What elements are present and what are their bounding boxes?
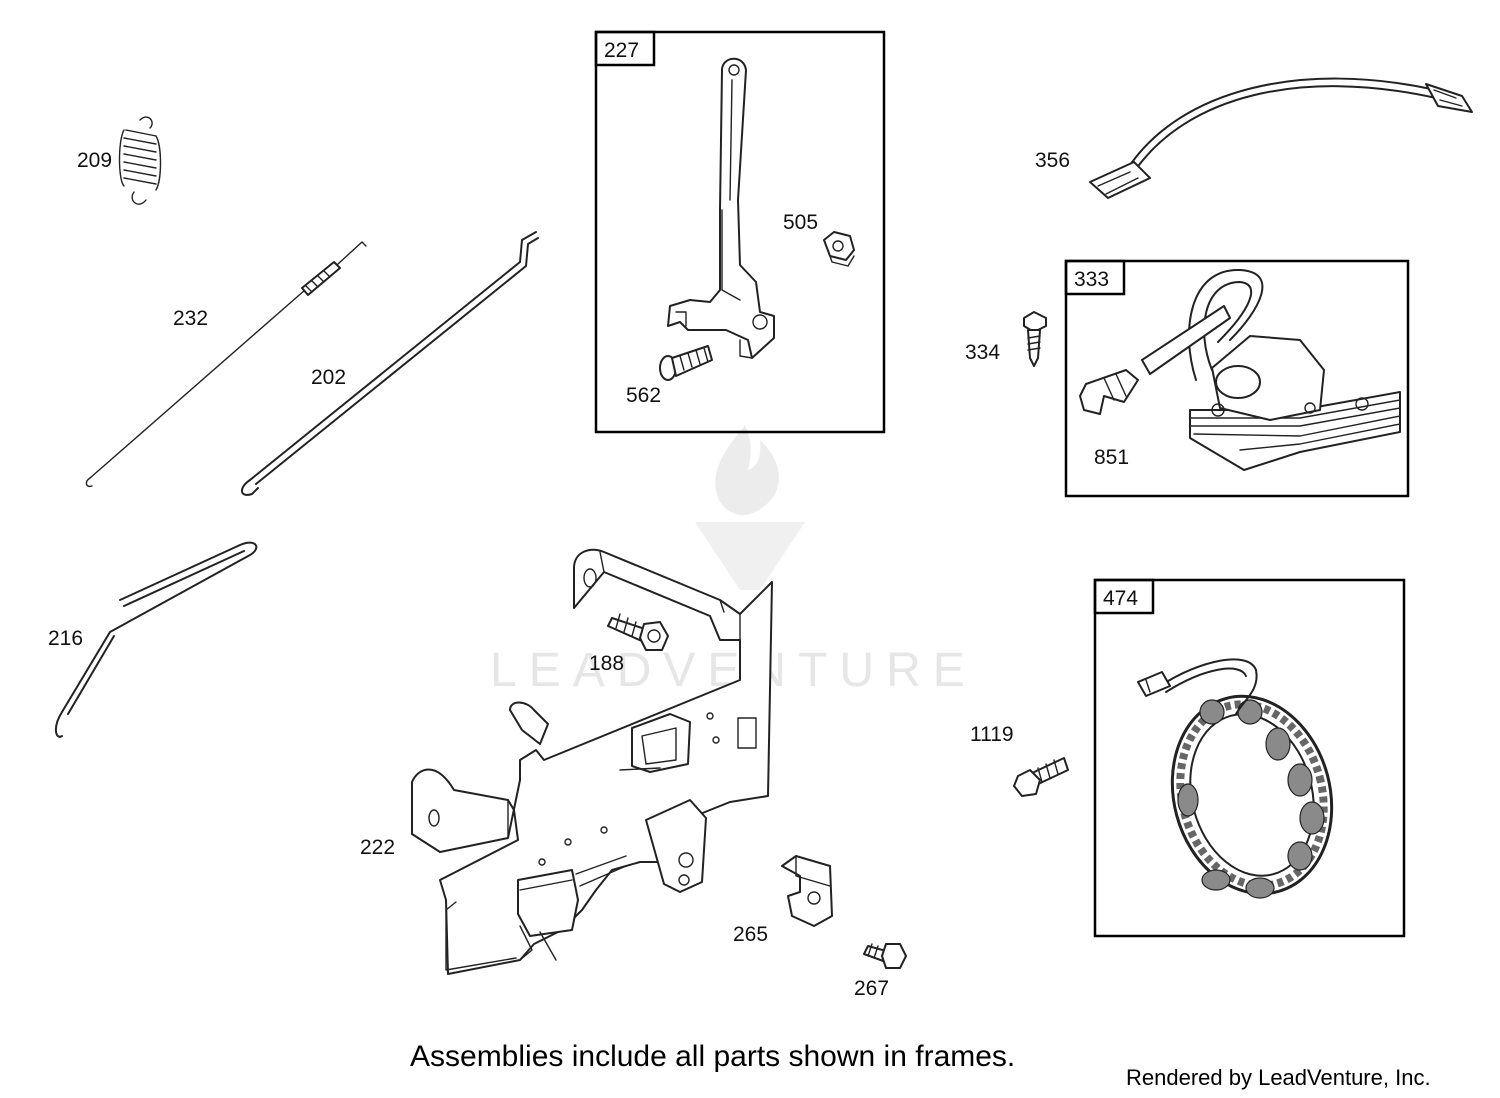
label-505: 505 xyxy=(783,211,818,234)
part-333-ignition-coil xyxy=(1141,268,1401,471)
frame-227: 227 xyxy=(594,30,886,434)
frame-label-227: 227 xyxy=(604,39,639,62)
part-222-control-bracket xyxy=(411,548,773,975)
part-356-wire xyxy=(1089,77,1473,199)
frame-label-333: 333 xyxy=(1074,268,1109,291)
frame-label-474: 474 xyxy=(1103,587,1138,610)
label-562: 562 xyxy=(626,384,661,407)
footer-credit: Rendered by LeadVenture, Inc. xyxy=(1126,1065,1431,1090)
watermark-v-icon xyxy=(695,522,805,590)
label-232: 232 xyxy=(173,307,208,330)
label-356: 356 xyxy=(1035,149,1070,172)
part-232-cable xyxy=(85,241,367,488)
part-1119-screw xyxy=(1013,757,1069,797)
part-562-screw xyxy=(659,345,713,381)
frame-474: 474 xyxy=(1093,578,1406,938)
part-227-lever xyxy=(667,57,775,359)
label-216: 216 xyxy=(48,627,83,650)
label-209: 209 xyxy=(77,149,112,172)
part-851-clip xyxy=(1079,369,1139,415)
frame-333: 333 xyxy=(1064,259,1410,498)
label-265: 265 xyxy=(733,923,768,946)
label-334: 334 xyxy=(965,341,1000,364)
part-505-nut xyxy=(823,231,855,267)
watermark-flame-icon xyxy=(715,425,779,516)
part-188-screw xyxy=(607,613,669,651)
part-334-screw xyxy=(1023,311,1047,367)
part-267-screw xyxy=(863,943,907,969)
footer-note: Assemblies include all parts shown in fr… xyxy=(410,1040,1015,1073)
label-851: 851 xyxy=(1094,446,1129,469)
part-474-alternator xyxy=(1137,658,1334,899)
part-209-spring xyxy=(118,116,162,205)
part-265-clip xyxy=(781,855,833,927)
part-216-rod xyxy=(55,541,258,738)
label-1119: 1119 xyxy=(970,723,1014,746)
label-188: 188 xyxy=(589,652,624,675)
label-222: 222 xyxy=(360,836,395,859)
part-202-rod xyxy=(241,231,539,496)
label-267: 267 xyxy=(854,977,889,1000)
label-202: 202 xyxy=(311,366,346,389)
watermark: LEADVENTURE xyxy=(490,425,965,697)
